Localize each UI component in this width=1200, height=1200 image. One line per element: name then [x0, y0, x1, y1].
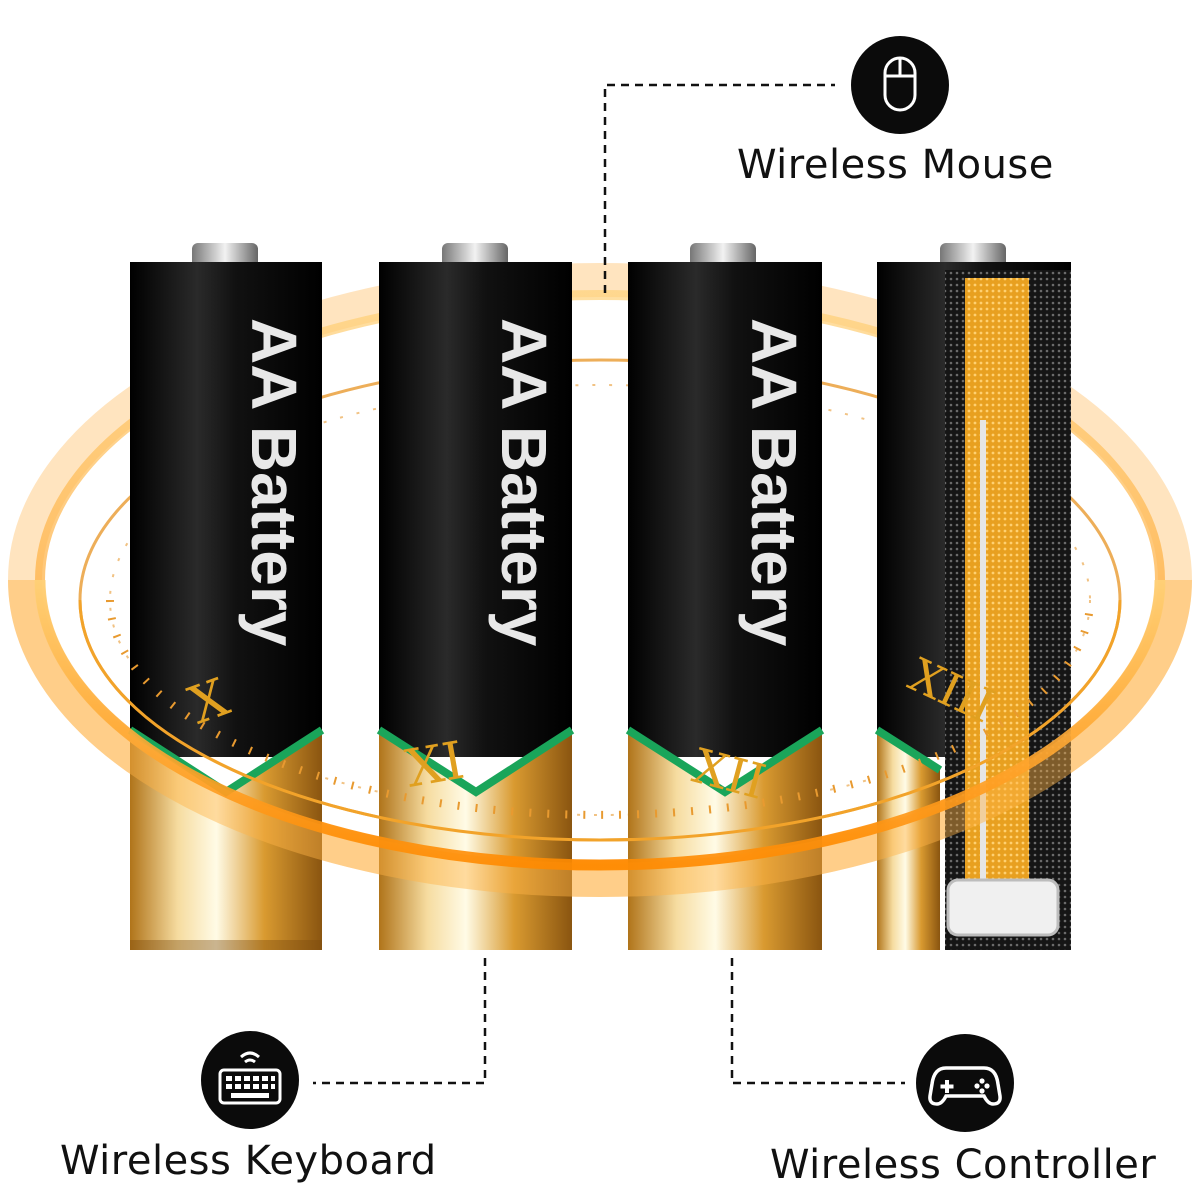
battery-3-label: AA Battery — [738, 318, 810, 647]
mouse-icon — [851, 36, 949, 134]
keyboard-icon — [201, 1031, 299, 1129]
glow-ring-front — [8, 579, 1192, 897]
connector-controller — [730, 958, 905, 1085]
wireless-mouse-label: Wireless Mouse — [737, 142, 1054, 188]
battery-2-label: AA Battery — [488, 318, 560, 647]
battery-3: AA Battery XII — [625, 243, 825, 950]
connector-lines — [313, 83, 905, 1085]
wireless-controller-label: Wireless Controller — [770, 1142, 1157, 1188]
wireless-keyboard-label: Wireless Keyboard — [60, 1138, 437, 1184]
gamepad-icon — [916, 1034, 1014, 1132]
battery-1-label: AA Battery — [238, 318, 310, 647]
connector-keyboard — [313, 958, 487, 1085]
battery-2: AA Battery XI — [376, 243, 575, 950]
battery-4-cutaway: XIII — [874, 243, 1071, 950]
battery-2-numeral: XI — [401, 731, 468, 800]
